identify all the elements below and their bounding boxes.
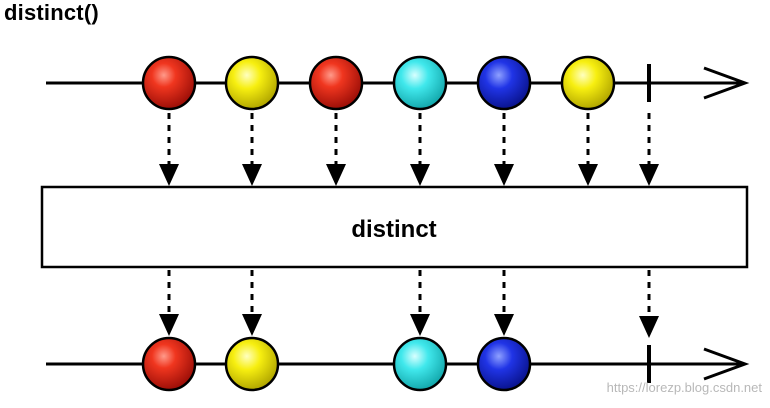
output-marble-red	[141, 336, 197, 392]
upper-arrow-complete	[639, 113, 659, 186]
lower-arrow-complete	[639, 270, 659, 338]
lower-arrow-5	[494, 270, 514, 336]
upper-arrow-4	[410, 113, 430, 186]
lower-arrow-4	[410, 270, 430, 336]
upper-arrow-6	[578, 113, 598, 186]
input-marble-cyan	[392, 55, 448, 111]
input-marble-yellow	[560, 55, 616, 111]
upper-arrow-1	[159, 113, 179, 186]
input-marble-blue	[476, 55, 532, 111]
upper-arrow-5	[494, 113, 514, 186]
operator-box	[40, 185, 749, 269]
output-marble-blue	[476, 336, 532, 392]
diagram-title: distinct()	[4, 0, 99, 25]
lower-arrows	[159, 270, 659, 338]
upper-arrow-2	[242, 113, 262, 186]
input-marbles	[141, 55, 616, 111]
upper-arrow-3	[326, 113, 346, 186]
input-marble-red	[141, 55, 197, 111]
watermark: https://lorezp.blog.csdn.net	[607, 380, 763, 395]
upper-arrows	[159, 113, 659, 186]
operator-label: distinct	[351, 216, 436, 243]
input-marble-yellow	[224, 55, 280, 111]
input-timeline-arrowhead	[703, 66, 750, 100]
output-marble-cyan	[392, 336, 448, 392]
input-marble-red	[308, 55, 364, 111]
output-timeline-arrowhead	[703, 347, 750, 381]
output-marbles	[141, 336, 532, 392]
lower-arrow-2	[242, 270, 262, 336]
lower-arrow-1	[159, 270, 179, 336]
output-marble-yellow	[224, 336, 280, 392]
